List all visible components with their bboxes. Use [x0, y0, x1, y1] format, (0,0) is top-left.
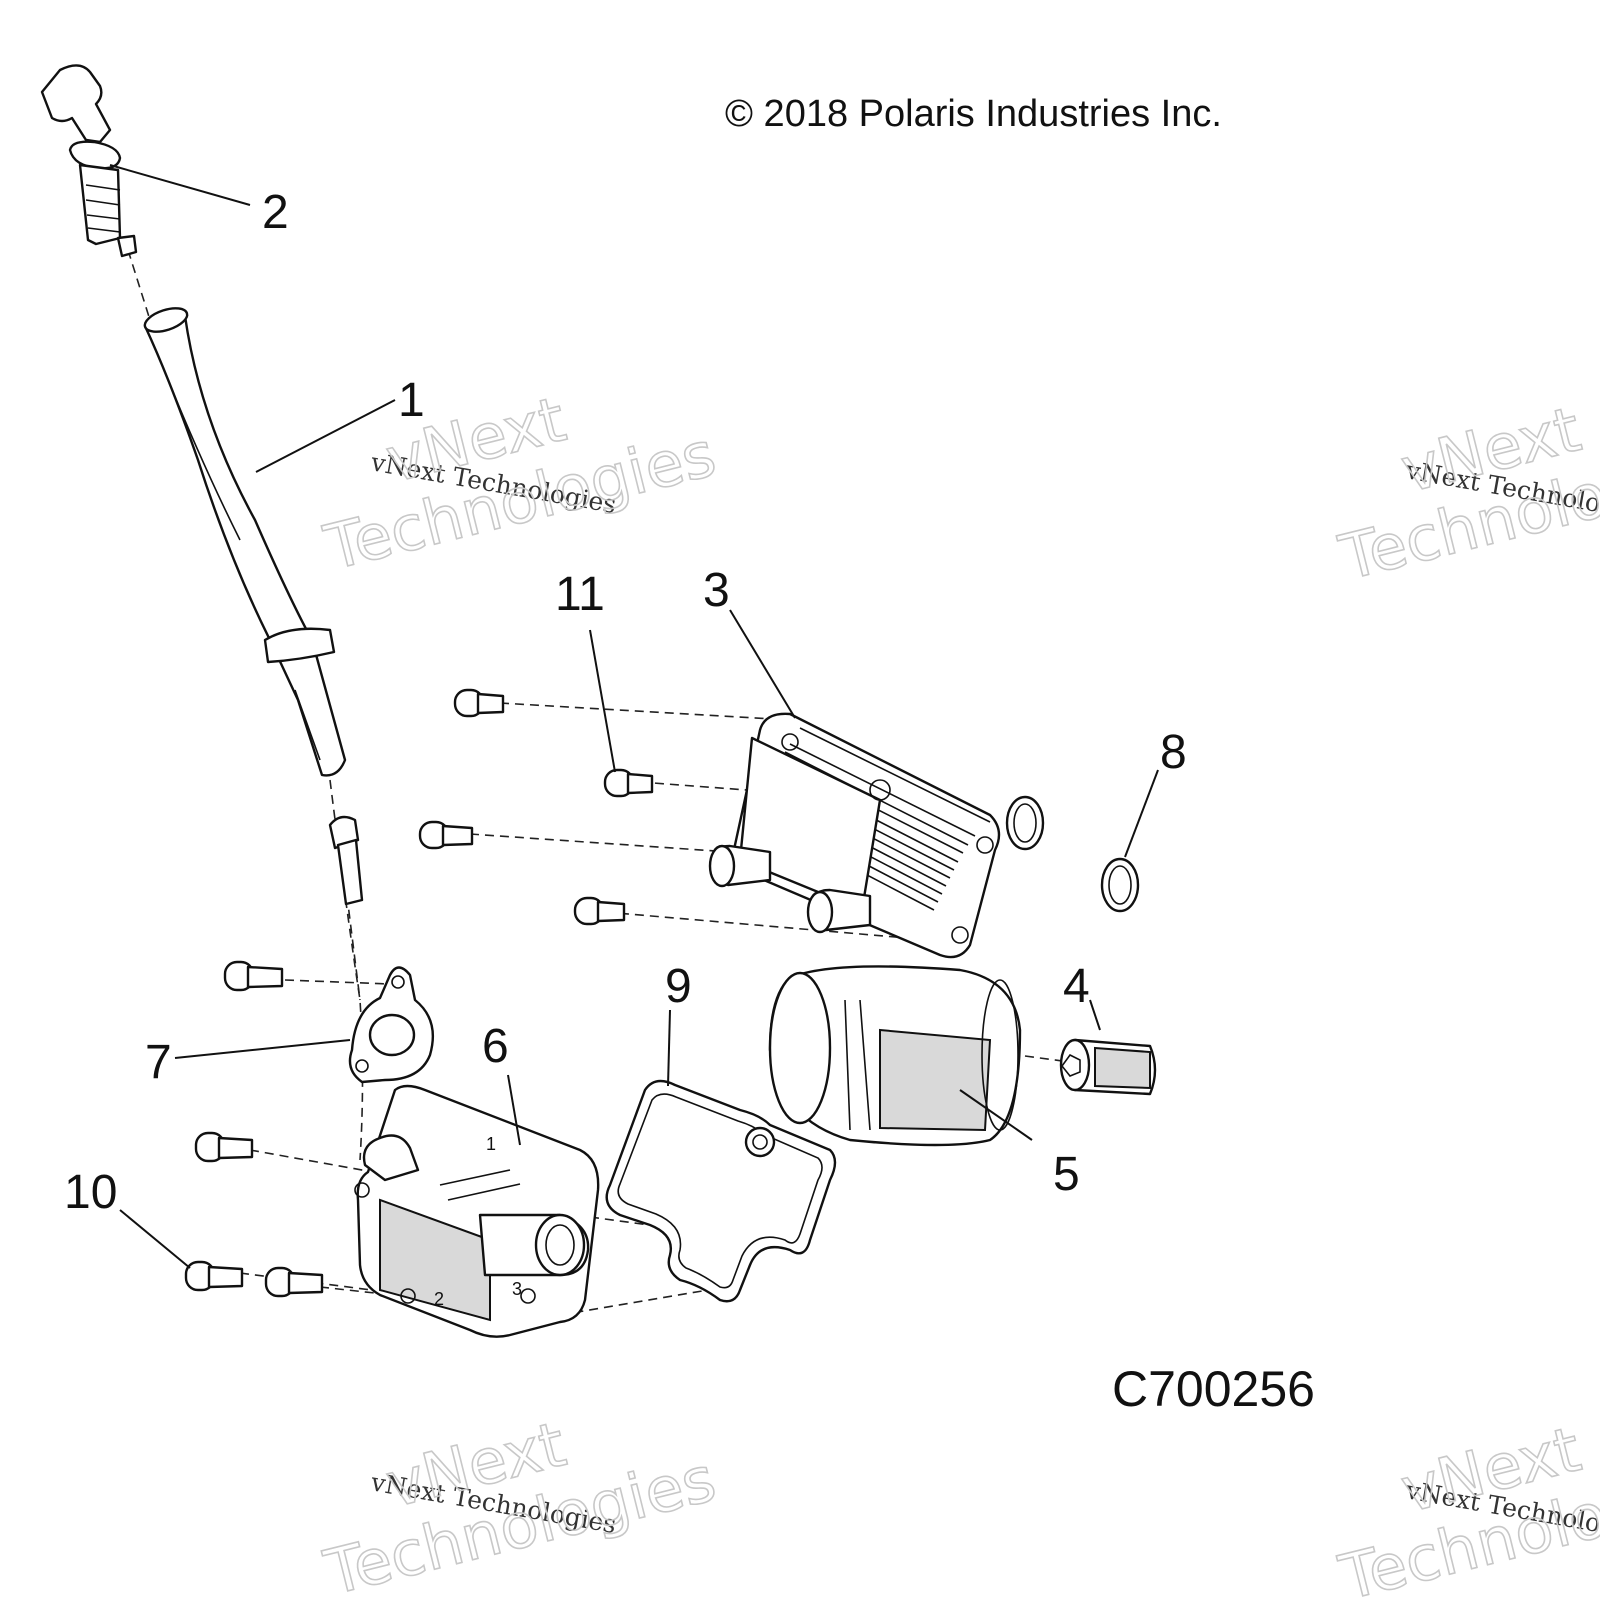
- housing-marking-2: 2: [434, 1289, 444, 1309]
- callouts: 1 2 3 4 5 6 7 8 9 10 11: [64, 186, 1187, 1219]
- callout-3: 3: [703, 564, 730, 617]
- bolt: [184, 1260, 244, 1292]
- bolt: [418, 820, 474, 850]
- dipstick-tube: [143, 307, 347, 777]
- cooler-bolts: [418, 688, 654, 926]
- oil-filter: [768, 965, 1022, 1147]
- callout-7: 7: [145, 1036, 172, 1089]
- watermark-8: vNext Technologies: [1332, 1412, 1600, 1600]
- filter-adapter: [1059, 1038, 1157, 1096]
- housing-gasket: [605, 1079, 837, 1303]
- callout-4: 4: [1063, 960, 1090, 1013]
- callout-2: 2: [262, 186, 289, 239]
- watermark-4: vNext Technologies: [1332, 392, 1600, 596]
- tube-bolt: [328, 815, 364, 906]
- leader-lines: [109, 164, 1159, 1269]
- bolt: [194, 1131, 254, 1163]
- dipstick-handle: [40, 64, 138, 258]
- callout-9: 9: [665, 960, 692, 1013]
- callout-1: 1: [398, 374, 425, 427]
- housing-bolts: [184, 960, 324, 1298]
- callout-5: 5: [1053, 1148, 1080, 1201]
- watermark-2: vNext Technologies: [317, 382, 724, 586]
- callout-6: 6: [482, 1020, 509, 1073]
- callout-8: 8: [1160, 726, 1187, 779]
- watermark-6: vNext Technologies: [317, 1407, 724, 1600]
- adapter-gasket: [348, 966, 434, 1084]
- bolt: [603, 768, 654, 798]
- bolt: [453, 688, 505, 718]
- diagram-code: C700256: [1112, 1361, 1315, 1417]
- o-ring-part-8: [1100, 857, 1140, 913]
- bolt: [223, 960, 284, 992]
- oil-cooler: [708, 712, 1001, 959]
- housing-marking-3: 3: [512, 1279, 522, 1299]
- copyright-notice: © 2018 Polaris Industries Inc.: [725, 93, 1222, 135]
- bolt: [264, 1266, 324, 1298]
- callout-10: 10: [64, 1166, 117, 1219]
- filter-housing: 1 2 3: [354, 1084, 600, 1338]
- o-ring: [1005, 795, 1045, 851]
- callout-11: 11: [555, 568, 605, 621]
- bolt: [573, 896, 626, 926]
- housing-marking-1: 1: [486, 1134, 496, 1154]
